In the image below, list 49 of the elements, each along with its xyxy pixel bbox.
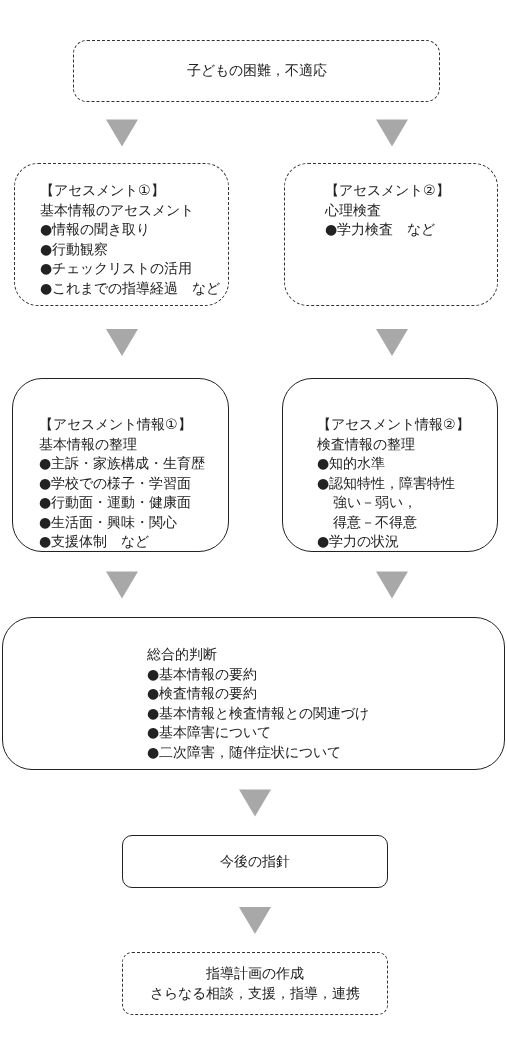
bullet-item: ●認知特性，障害特性 — [317, 473, 457, 493]
arrow — [376, 119, 408, 147]
arrow — [376, 329, 408, 356]
box-text: 得意－不得意 — [332, 512, 418, 532]
bullet-item: ●基本情報と検査情報との関連づけ — [147, 703, 371, 723]
bullet-item: ●支援体制 など — [39, 532, 151, 551]
box-heading: 指導計画の作成 — [206, 964, 304, 983]
bullet-item: ●学力検査 など — [325, 220, 437, 239]
bullet-item: ●二次障害，随伴症状について — [147, 742, 343, 762]
arrow — [376, 571, 408, 599]
bullet-item: ●学校での様子・学習面 — [39, 473, 193, 493]
process-box — [282, 378, 498, 552]
box-text: 子どもの困難，不適応 — [186, 61, 327, 81]
bullet-item: ●これまでの指導経過 など — [40, 278, 222, 298]
process-box — [12, 378, 229, 552]
process-box — [122, 952, 388, 1015]
box-text: 基本情報の整理 — [39, 434, 138, 454]
bullet-item: ●基本情報の要約 — [147, 664, 259, 684]
box-heading: 【アセスメント①】 — [40, 181, 166, 200]
process-box — [2, 617, 505, 770]
bullet-item: ●行動観察 — [40, 239, 110, 259]
arrow — [239, 789, 271, 817]
bullet-item: ●知的水準 — [317, 454, 387, 473]
box-heading: 【アセスメント情報②】 — [317, 415, 471, 434]
bullet-item: ●行動面・運動・健康面 — [39, 493, 193, 512]
bullet-item: ●学力の状況 — [317, 532, 401, 551]
bullet-item: ●生活面・興味・関心 — [39, 512, 179, 532]
arrow — [106, 329, 138, 356]
arrow — [239, 907, 271, 934]
box-heading: 【アセスメント②】 — [325, 181, 451, 200]
box-text: さらなる相談，支援，指導，連携 — [150, 983, 360, 1003]
arrow — [106, 119, 138, 147]
process-box — [14, 163, 229, 306]
box-text: 検査情報の整理 — [317, 434, 416, 454]
bullet-item: ●チェックリストの活用 — [40, 259, 194, 278]
bullet-item: ●基本障害について — [147, 723, 273, 742]
bullet-item: ●主訴・家族構成・生育歴 — [39, 454, 207, 473]
box-heading: 総合的判断 — [147, 645, 218, 664]
process-box — [73, 40, 440, 102]
box-text: 心理検査 — [325, 200, 382, 220]
bullet-item: ●検査情報の要約 — [147, 684, 259, 703]
process-box — [122, 835, 388, 888]
box-text: 今後の指針 — [220, 851, 290, 871]
box-heading: 【アセスメント情報①】 — [39, 415, 193, 434]
box-text: 基本情報のアセスメント — [40, 200, 195, 220]
arrow — [106, 571, 138, 599]
process-box — [284, 163, 498, 306]
bullet-item: ●情報の聞き取り — [40, 220, 152, 239]
box-text: 強い－弱い， — [332, 493, 418, 512]
